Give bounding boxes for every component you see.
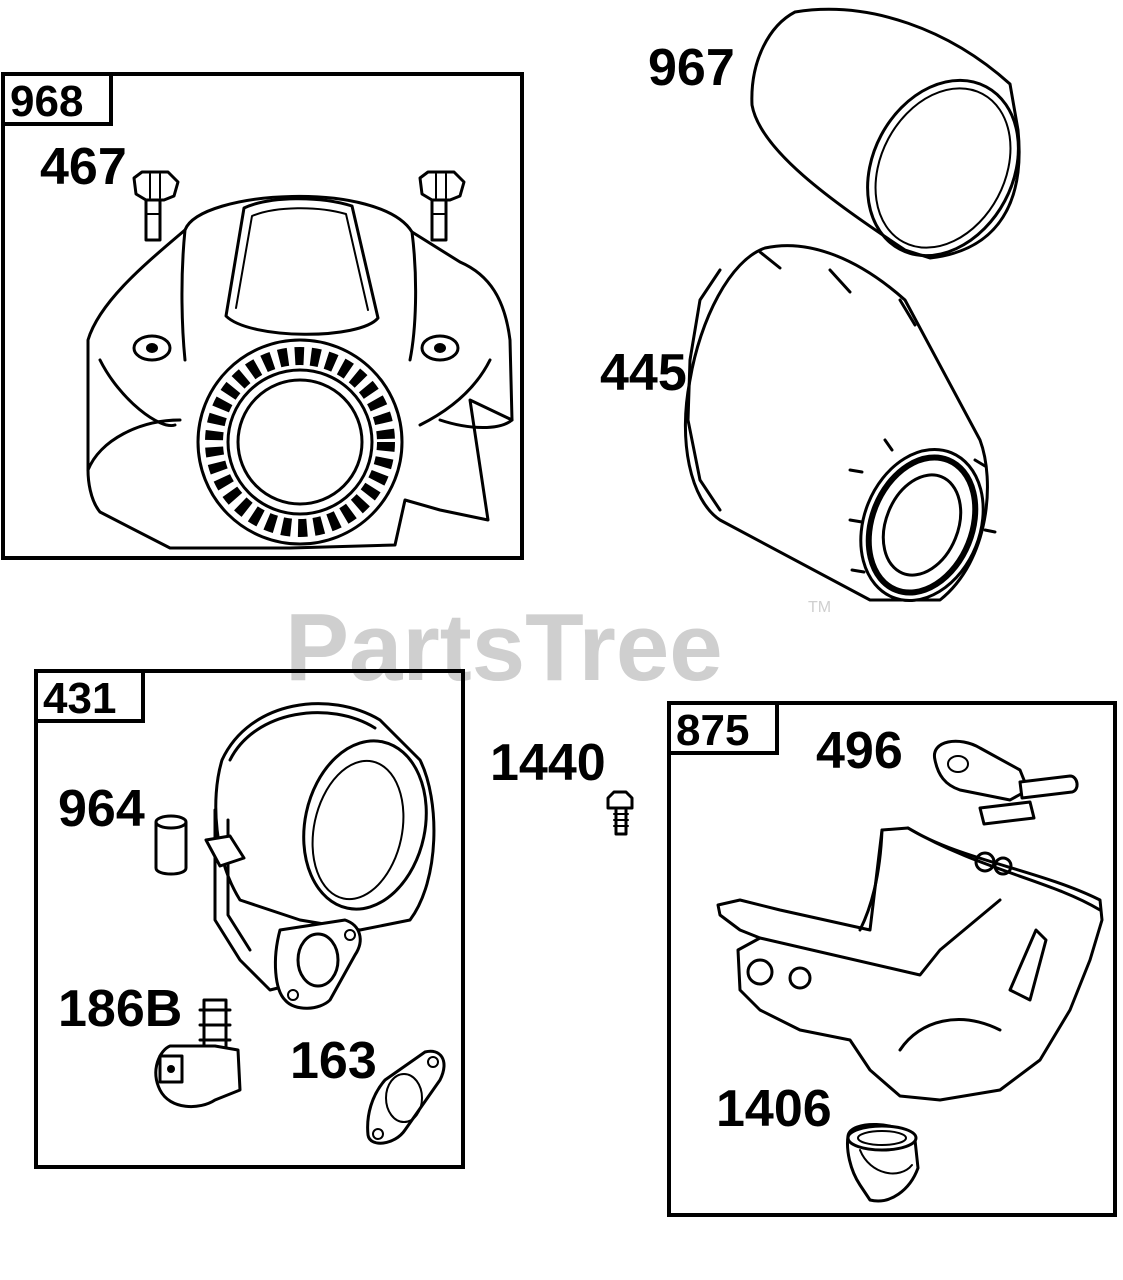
watermark-trademark: TM (808, 599, 831, 616)
part-496-label: 496 (816, 722, 903, 780)
air-cleaner-base-plate (716, 826, 1104, 1102)
part-467-knob-right[interactable] (418, 170, 466, 242)
watermark: PartsTree (285, 594, 723, 701)
part-467-knob-left[interactable] (132, 170, 180, 242)
part-1406-label: 1406 (716, 1080, 832, 1138)
group-968-label: 968 (10, 77, 83, 126)
air-cleaner-base (204, 702, 436, 1010)
part-1440-screw[interactable] (606, 790, 634, 836)
group-431-frame (34, 669, 465, 1169)
group-431-label: 431 (43, 674, 116, 723)
part-163-label: 163 (290, 1032, 377, 1090)
group-875-label: 875 (676, 706, 749, 755)
group-431: 431 964 186B 163 (34, 669, 465, 1169)
part-445-label: 445 (600, 344, 687, 402)
group-875-frame (667, 701, 1117, 1217)
part-163-gasket[interactable] (366, 1049, 446, 1145)
air-cleaner-cover (86, 194, 514, 550)
group-968: 968 467 (1, 72, 524, 560)
group-968-tag-box (1, 72, 113, 126)
group-431-tag-box (34, 669, 145, 723)
part-1440-label: 1440 (490, 734, 606, 792)
group-968-frame (1, 72, 524, 560)
part-1406-intake-elbow[interactable] (846, 1123, 920, 1203)
part-496-breather-tube[interactable] (933, 739, 1079, 826)
part-186B-label: 186B (58, 980, 182, 1038)
part-964-spacer[interactable] (154, 814, 188, 876)
part-964-label: 964 (58, 780, 145, 838)
part-967-label: 967 (648, 39, 735, 97)
group-875: 875 496 1406 (667, 701, 1117, 1217)
group-875-tag-box (667, 701, 779, 755)
part-445-air-filter[interactable] (683, 244, 1005, 619)
part-186B-breather-fitting[interactable] (154, 998, 242, 1109)
part-967-pre-cleaner-sleeve[interactable] (750, 7, 1048, 282)
part-467-label: 467 (40, 138, 127, 196)
